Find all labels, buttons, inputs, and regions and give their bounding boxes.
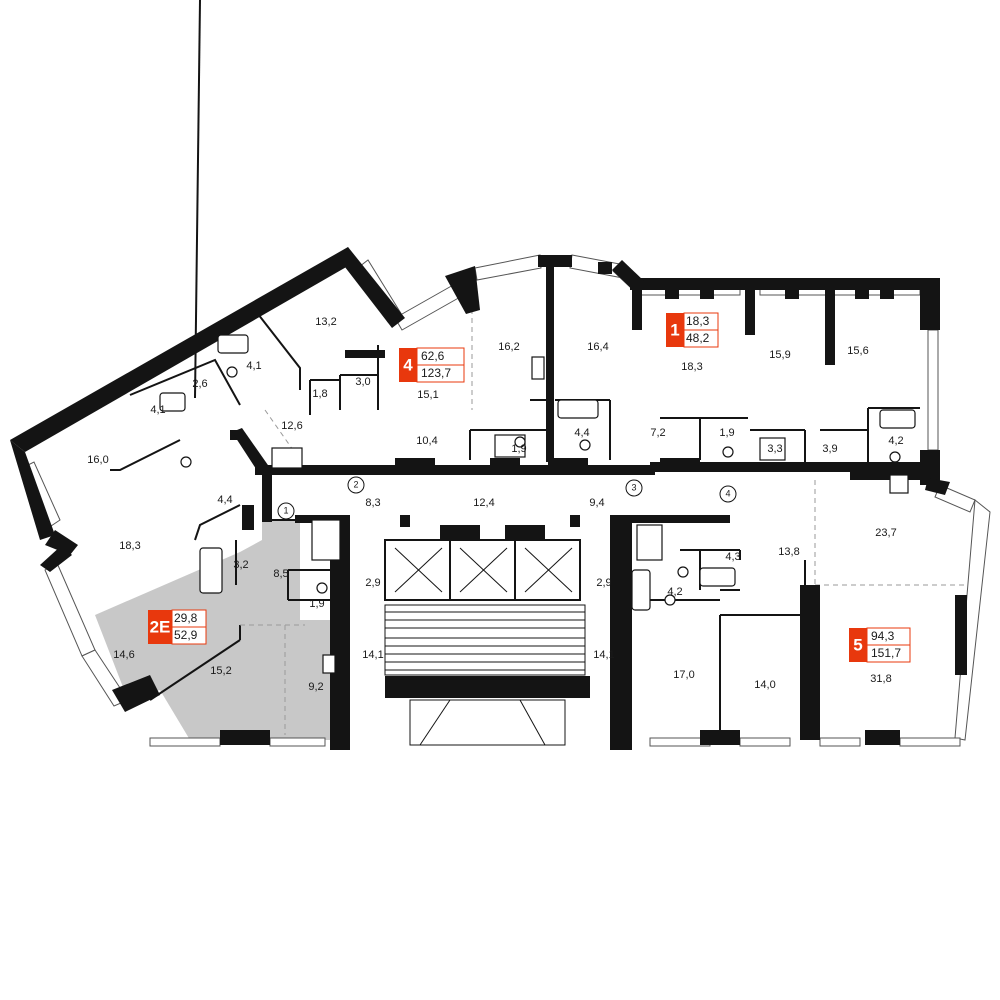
entrance-number: 2 (353, 479, 358, 489)
apartment-number: 2Е (150, 617, 171, 636)
room-area: 1,9 (511, 443, 526, 455)
zone-boundaries (240, 300, 970, 735)
room-area: 4,2 (888, 435, 903, 447)
room-area: 15,1 (417, 389, 438, 401)
room-area: 13,8 (778, 546, 799, 558)
room-area: 15,2 (210, 665, 231, 677)
apartment-living-area: 29,8 (174, 611, 198, 625)
room-area: 7,2 (650, 427, 665, 439)
apartment-badge-2e[interactable]: 2Е 29,8 52,9 (148, 609, 207, 645)
apartment-number: 5 (853, 635, 862, 654)
apartment-total-area: 48,2 (686, 331, 710, 345)
room-area: 8,3 (365, 497, 380, 509)
apartment-number: 4 (403, 355, 413, 374)
room-area: 2,9 (596, 577, 611, 589)
apartment-total-area: 123,7 (421, 366, 451, 380)
room-area: 18,3 (119, 540, 140, 552)
room-area: 2,6 (192, 378, 207, 390)
apartment-total-area: 151,7 (871, 646, 901, 660)
room-area: 3,0 (355, 376, 370, 388)
room-area: 15,9 (769, 349, 790, 361)
room-area: 18,3 (681, 361, 702, 373)
room-area: 31,8 (870, 673, 891, 685)
room-area: 17,0 (673, 669, 694, 681)
room-area: 4,4 (574, 427, 589, 439)
room-area: 3,3 (767, 443, 782, 455)
entrance-number: 4 (725, 488, 730, 498)
room-area: 4,2 (667, 586, 682, 598)
apartment-badge-4[interactable]: 4 62,6 123,7 (399, 347, 465, 383)
facade-columns (598, 262, 894, 299)
room-labels: 13,2 16,0 4,1 2,6 4,1 1,8 3,0 12,6 18,3 … (87, 316, 903, 693)
apartment-badge-1[interactable]: 1 18,3 48,2 (666, 312, 719, 348)
room-area: 4,4 (217, 494, 232, 506)
apartment-badge-5[interactable]: 5 94,3 151,7 (849, 627, 911, 663)
room-area: 9,4 (589, 497, 604, 509)
apartment-2e-highlight[interactable] (95, 520, 336, 740)
room-area: 1,9 (309, 598, 324, 610)
room-area: 12,6 (281, 420, 302, 432)
room-area: 4,1 (150, 404, 165, 416)
room-area: 9,2 (308, 681, 323, 693)
elevator-shafts[interactable] (384, 539, 581, 601)
room-area: 23,7 (875, 527, 896, 539)
room-area: 3,9 (822, 443, 837, 455)
apartment-living-area: 18,3 (686, 314, 710, 328)
room-area: 2,9 (365, 577, 380, 589)
room-area: 16,0 (87, 454, 108, 466)
room-area: 14,6 (113, 649, 134, 661)
entrance-number: 1 (283, 505, 288, 515)
room-area: 10,4 (416, 435, 437, 447)
room-area: 16,2 (498, 341, 519, 353)
apartment-number: 1 (670, 320, 679, 339)
room-area: 8,5 (273, 568, 288, 580)
staircase (384, 604, 586, 746)
room-area: 13,2 (315, 316, 336, 328)
entrance-markers[interactable]: 1 2 3 4 (277, 476, 737, 520)
structural-walls (10, 247, 967, 750)
room-area: 12,4 (473, 497, 494, 509)
apartment-living-area: 62,6 (421, 349, 445, 363)
room-area: 1,9 (719, 427, 734, 439)
room-area: 14,1 (593, 649, 614, 661)
apartment-living-area: 94,3 (871, 629, 895, 643)
room-area: 1,8 (312, 388, 327, 400)
room-area: 15,6 (847, 345, 868, 357)
apartment-total-area: 52,9 (174, 628, 198, 642)
room-area: 14,0 (754, 679, 775, 691)
room-area: 3,2 (233, 559, 248, 571)
entrance-number: 3 (631, 482, 636, 492)
room-area: 14,1 (362, 649, 383, 661)
room-area: 4,1 (246, 360, 261, 372)
bathroom-fixtures (159, 334, 916, 674)
room-area: 4,3 (725, 551, 740, 563)
room-area: 16,4 (587, 341, 608, 353)
